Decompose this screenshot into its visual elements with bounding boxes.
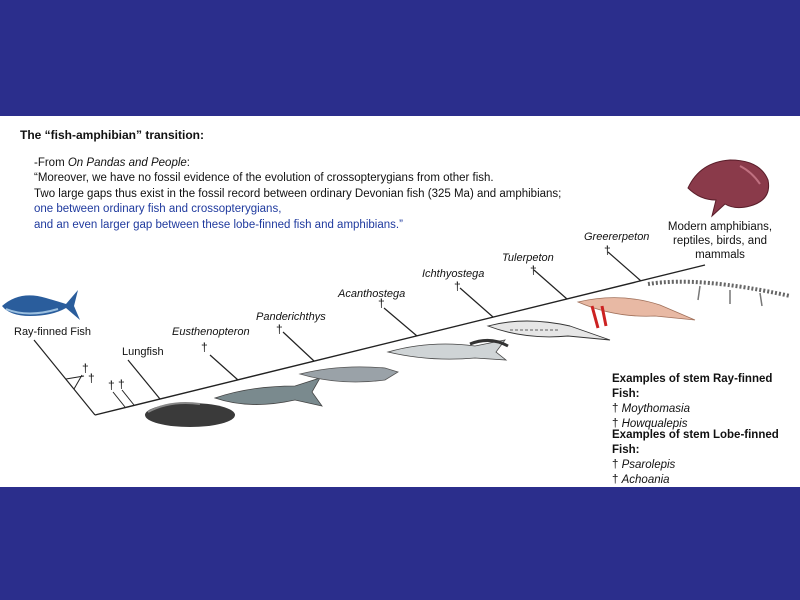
- label-ray-finned-fish: Ray-finned Fish: [14, 326, 92, 338]
- dagger-acanthostega: †: [378, 296, 385, 310]
- quote-block: -From On Pandas and People: “Moreover, w…: [34, 156, 561, 233]
- tuna-illustration: [2, 290, 80, 320]
- dagger-greererpeton: †: [604, 243, 611, 257]
- content-panel: [0, 116, 800, 487]
- ichthyostega-illustration: [486, 320, 611, 341]
- branch-stem-lobe-1: [112, 391, 126, 408]
- greererpeton-illustration: [647, 279, 791, 307]
- branch-tulerpeton: [533, 269, 568, 300]
- label-acanthostega: Acanthostega: [338, 288, 406, 300]
- cladogram-trunk: [94, 264, 706, 416]
- quote-line-3: one between ordinary fish and crossopter…: [34, 203, 282, 216]
- branch-stem-ray-2: [65, 375, 85, 380]
- branch-greererpeton: [607, 251, 642, 282]
- dagger-tulerpeton: †: [530, 263, 537, 277]
- branch-ray-finned: [33, 339, 96, 416]
- bottom-band: [0, 487, 800, 600]
- label-lungfish: Lungfish: [122, 346, 164, 358]
- label-tulerpeton: Tulerpeton: [502, 252, 554, 264]
- dagger-ichthyostega: †: [454, 279, 461, 293]
- label-ichthyostega: Ichthyostega: [422, 268, 485, 280]
- quote-source: -From On Pandas and People:: [34, 157, 190, 169]
- dagger-panderichthys: †: [276, 322, 283, 336]
- label-greererpeton: Greererpeton: [584, 231, 650, 243]
- label-modern-groups: Modern amphibians, reptiles, birds, and …: [667, 221, 773, 261]
- salamander-illustration: [687, 159, 770, 218]
- panderichthys-illustration: [298, 366, 399, 383]
- branch-ichthyostega: [459, 287, 494, 318]
- label-eusthenopteron: Eusthenopteron: [172, 326, 250, 338]
- branch-lungfish: [127, 359, 161, 400]
- dagger-stem-lobe-1: †: [108, 378, 115, 392]
- lungfish-illustration: [145, 402, 235, 427]
- ray-example-item: † Howqualepis: [612, 418, 688, 430]
- lobe-example-item: † Psarolepis: [612, 459, 676, 471]
- stem-lobe-finned-examples: Examples of stem Lobe-finned Fish: † Psa…: [612, 428, 800, 488]
- top-band: [0, 0, 800, 116]
- branch-stem-lobe-2: [121, 389, 135, 406]
- lobe-examples-heading: Examples of stem Lobe-finned Fish: [612, 429, 779, 456]
- dagger-eusthenopteron: †: [201, 340, 208, 354]
- branch-panderichthys: [282, 331, 315, 362]
- stem-ray-finned-examples: Examples of stem Ray-finned Fish: † Moyt…: [612, 372, 800, 432]
- quote-line-4: and an even larger gap between these lob…: [34, 218, 403, 231]
- ray-examples-heading: Examples of stem Ray-finned Fish: [612, 373, 773, 400]
- dagger-stem-lobe-2: †: [118, 377, 125, 391]
- eusthenopteron-illustration: [213, 377, 323, 407]
- branch-acanthostega: [383, 307, 418, 337]
- acanthostega-illustration: [386, 339, 509, 361]
- slide-title: The “fish-amphibian” transition:: [20, 128, 205, 142]
- lobe-example-item: † Achoania: [612, 474, 670, 486]
- branch-stem-ray-1: [73, 374, 83, 390]
- ray-example-item: † Moythomasia: [612, 403, 690, 415]
- branch-eusthenopteron: [209, 354, 239, 381]
- label-panderichthys: Panderichthys: [256, 311, 326, 323]
- quote-line-2: Two large gaps thus exist in the fossil …: [34, 187, 562, 200]
- tulerpeton-illustration: [576, 297, 696, 329]
- quote-line-1: “Moreover, we have no fossil evidence of…: [34, 172, 494, 185]
- dagger-stem-ray-2: †: [88, 371, 95, 385]
- dagger-stem-ray-1: †: [82, 361, 89, 375]
